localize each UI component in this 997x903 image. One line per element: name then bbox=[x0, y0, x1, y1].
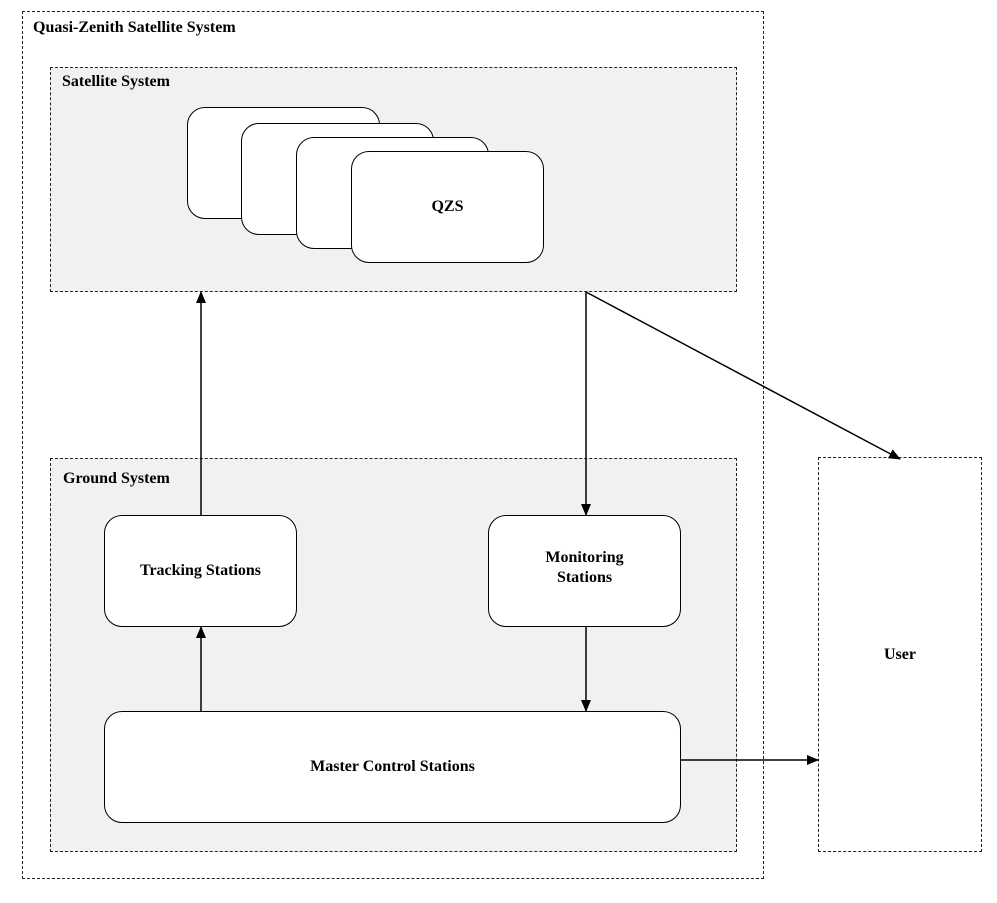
monitoring-stations-label-line2: Stations bbox=[556, 569, 613, 586]
ground-system-title: Ground System bbox=[63, 470, 170, 487]
qzs-label: QZS bbox=[431, 198, 464, 215]
qzs-box: QZS bbox=[351, 151, 544, 263]
monitoring-stations-box: Monitoring Stations bbox=[488, 515, 681, 627]
user-box bbox=[818, 457, 982, 852]
master-control-stations-label: Master Control Stations bbox=[310, 758, 475, 775]
satellite-system-title: Satellite System bbox=[62, 73, 170, 90]
qzss-system-title: Quasi-Zenith Satellite System bbox=[33, 19, 236, 36]
monitoring-stations-label-line1: Monitoring bbox=[545, 549, 624, 566]
arrow-satellite-to-user bbox=[585, 291, 901, 460]
user-label: User bbox=[884, 645, 916, 663]
tracking-stations-label: Tracking Stations bbox=[139, 562, 262, 579]
master-control-stations-box: Master Control Stations bbox=[104, 711, 681, 823]
